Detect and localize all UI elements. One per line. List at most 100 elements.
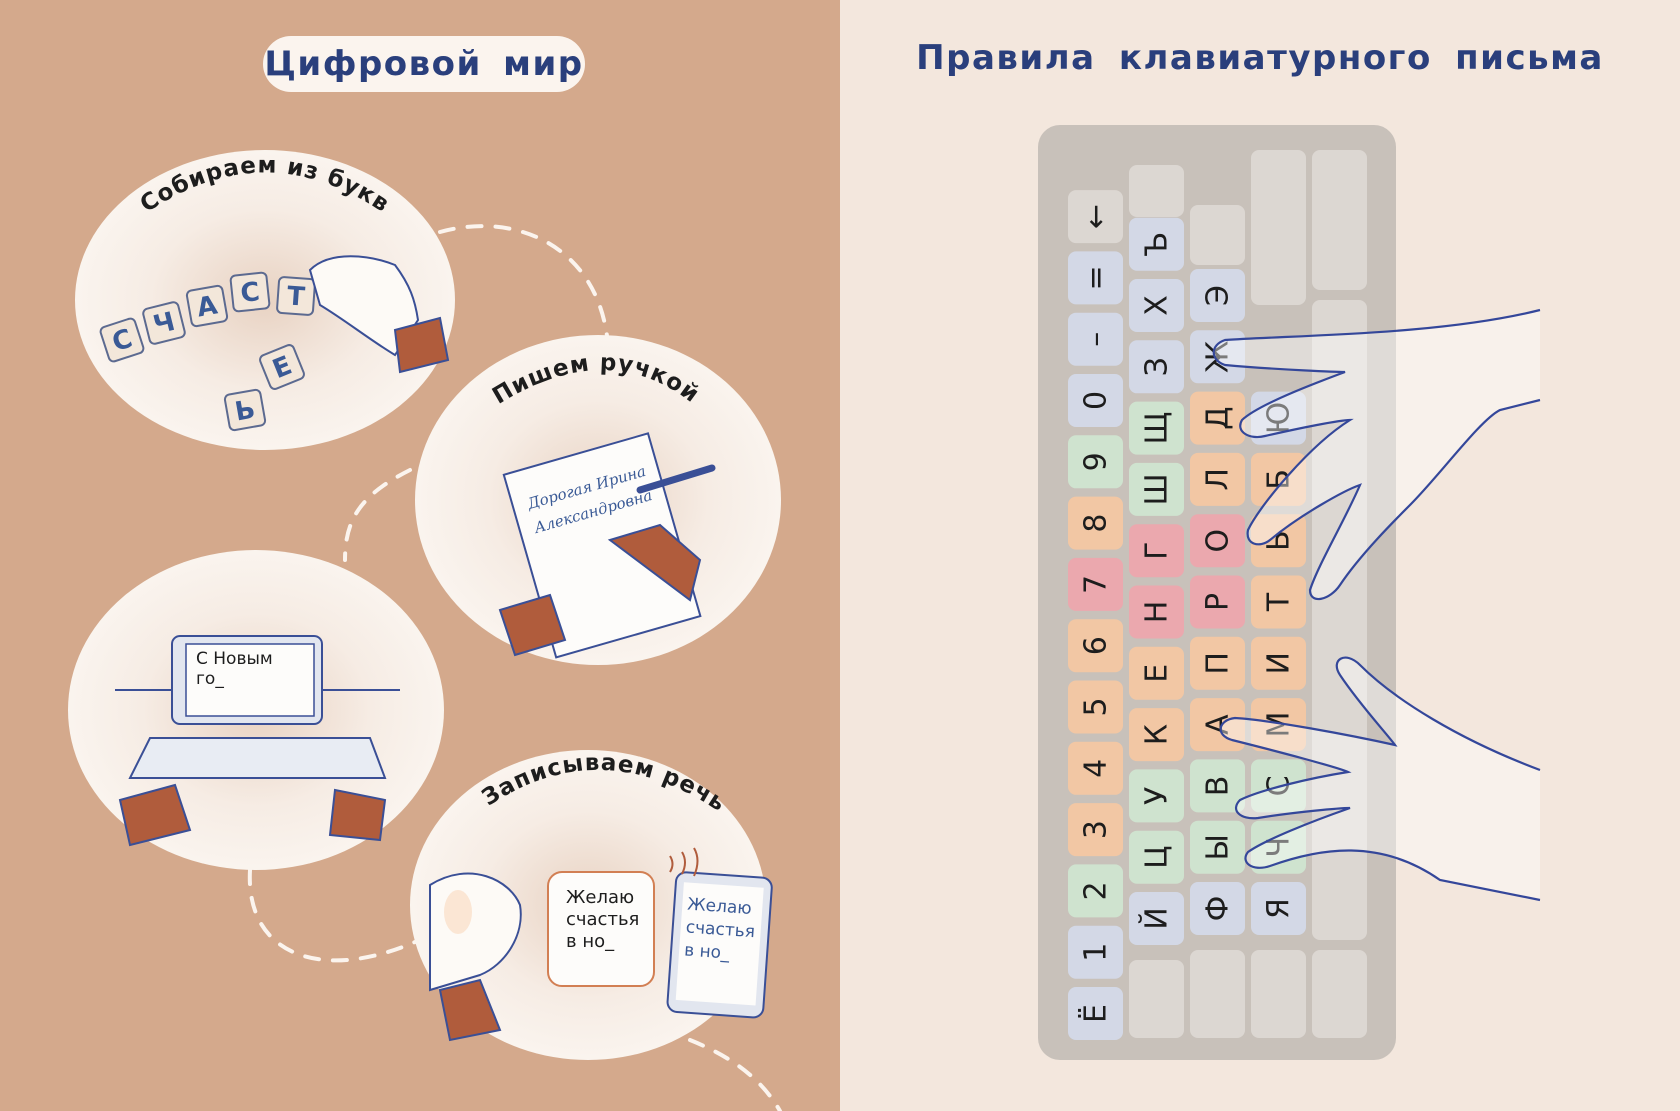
phone-text: в но_ — [683, 940, 730, 963]
hand-illustration — [308, 255, 450, 374]
keyboard-key-label: – — [1079, 332, 1114, 347]
bubble-text: Желаю — [566, 887, 634, 908]
keyboard-key — [1251, 950, 1306, 1038]
screen-text: го_ — [196, 669, 224, 689]
keyboard-key-label: Ё — [1078, 1004, 1114, 1023]
keyboard-key-label: 0 — [1079, 391, 1114, 410]
keyboard-key: Г — [1129, 524, 1184, 578]
keyboard-key: Я — [1251, 882, 1306, 935]
keyboard-key-label: Щ — [1140, 412, 1175, 445]
keyboard-key-label: Й — [1139, 907, 1175, 929]
keyboard-key: Ы — [1190, 820, 1245, 874]
sleeve-illustration — [328, 788, 387, 842]
keyboard-key-label: Л — [1201, 468, 1236, 491]
keyboard-key: Ъ — [1129, 217, 1184, 271]
keyboard-key-label: Ц — [1140, 846, 1175, 869]
keyboard-key-label: Ы — [1201, 834, 1236, 860]
keyboard-key-label: ← — [1079, 204, 1114, 229]
keyboard-key-label: К — [1140, 724, 1175, 745]
keyboard-key: 0 — [1068, 374, 1123, 427]
letter-tile: С — [239, 277, 261, 309]
keyboard-key: Ё — [1068, 987, 1123, 1040]
keyboard-key: 9 — [1068, 435, 1123, 489]
keyboard-key: Й — [1129, 892, 1184, 945]
phone-text: Желаю — [687, 895, 753, 919]
keyboard-key-label: Ч — [1262, 837, 1297, 858]
keyboard-key: 8 — [1068, 496, 1123, 550]
keyboard-key: А — [1190, 698, 1245, 752]
keyboard-key — [1129, 165, 1184, 217]
keyboard-key: Н — [1129, 585, 1184, 639]
keyboard-key — [1312, 150, 1367, 290]
keyboard-key: Ч — [1251, 820, 1306, 874]
keyboard-key: Д — [1190, 391, 1245, 445]
tablet-device: С Новым го_ — [171, 635, 323, 725]
keyboard-key: 7 — [1068, 557, 1123, 611]
keyboard-key-label: Ю — [1262, 402, 1297, 434]
keyboard-key-label: 8 — [1079, 514, 1114, 533]
scene-handwriting: Пишем ручкой Дорогая Ирина Александровна — [415, 335, 781, 665]
smartphone-icon: Желаю счастья в но_ — [666, 871, 773, 1019]
keyboard-key-label: П — [1201, 652, 1236, 675]
keyboard-key-label: Ф — [1201, 896, 1236, 922]
sleeve-illustration — [498, 593, 567, 657]
keyboard-key-label: У — [1140, 787, 1175, 805]
keyboard-key: 4 — [1068, 741, 1123, 795]
page-title: Правила клавиатурного письма — [916, 38, 1604, 78]
keyboard-key: О — [1190, 514, 1245, 568]
keyboard-key-label: Ш — [1140, 473, 1175, 505]
keyboard-key-label: Е — [1140, 664, 1175, 683]
keyboard-key: Ф — [1190, 882, 1245, 935]
keyboard-key-label: 1 — [1079, 943, 1114, 962]
bubble-text: счастья — [566, 909, 639, 930]
keyboard-key — [1129, 960, 1184, 1038]
keyboard-key-label: В — [1201, 776, 1236, 797]
keyboard-key: Л — [1190, 452, 1245, 506]
keyboard-key: 1 — [1068, 925, 1123, 979]
chapter-title-pill: Цифровой мир — [263, 36, 585, 92]
keyboard-key: М — [1251, 698, 1306, 752]
keyboard-key-label: 4 — [1079, 759, 1114, 778]
keyboard-key-label: 7 — [1079, 575, 1114, 594]
sound-waves-icon — [669, 847, 699, 877]
keyboard-key-label: 5 — [1079, 697, 1114, 716]
keyboard-key: К — [1129, 708, 1184, 762]
keyboard-key-label: 3 — [1079, 820, 1114, 839]
keyboard-key: П — [1190, 636, 1245, 690]
keyboard-key: Р — [1190, 575, 1245, 629]
keyboard-key: Щ — [1129, 401, 1184, 455]
keyboard-illustration — [128, 737, 387, 779]
keyboard-key: Х — [1129, 279, 1184, 332]
keyboard-key: Э — [1190, 269, 1245, 322]
keyboard-key — [1190, 950, 1245, 1038]
keyboard-key-label: Н — [1140, 601, 1175, 624]
keyboard-key: Т — [1251, 575, 1306, 629]
pen-icon — [636, 464, 716, 494]
keyboard-key-label: З — [1140, 357, 1175, 376]
bubble-text: в но_ — [566, 931, 615, 952]
keyboard-key: З — [1129, 340, 1184, 394]
keyboard-key — [1251, 150, 1306, 305]
keyboard-key: Е — [1129, 646, 1184, 700]
keyboard-diagram: Ё1234567890–=←ЙЦУКЕНГШЩЗХЪФЫВАПРОЛДЖЭЯЧС… — [1038, 125, 1541, 1060]
keyboard-key-label: Э — [1201, 285, 1236, 306]
keyboard-key-label: 2 — [1079, 881, 1114, 900]
chapter-title: Цифровой мир — [264, 44, 584, 84]
keyboard-key-label: Г — [1140, 542, 1175, 560]
keyboard-key: 2 — [1068, 864, 1123, 918]
keyboard-key: ← — [1068, 190, 1123, 244]
keyboard-key: Ь — [1251, 514, 1306, 568]
keyboard-key: – — [1068, 312, 1123, 366]
keyboard-key-label: Т — [1262, 592, 1297, 612]
keyboard-key: 5 — [1068, 680, 1123, 734]
keyboard-key: В — [1190, 759, 1245, 813]
keyboard-key-label: И — [1262, 652, 1297, 674]
keyboard-key-label: = — [1079, 265, 1114, 290]
keyboard-key-label: Х — [1140, 295, 1175, 316]
keyboard-key: И — [1251, 636, 1306, 690]
keyboard-key-label: Ъ — [1140, 232, 1175, 257]
keyboard-key-label: О — [1201, 529, 1236, 553]
sleeve-illustration — [118, 783, 192, 847]
keyboard-key-label: Ж — [1201, 341, 1236, 373]
dashed-connector — [247, 224, 782, 1111]
